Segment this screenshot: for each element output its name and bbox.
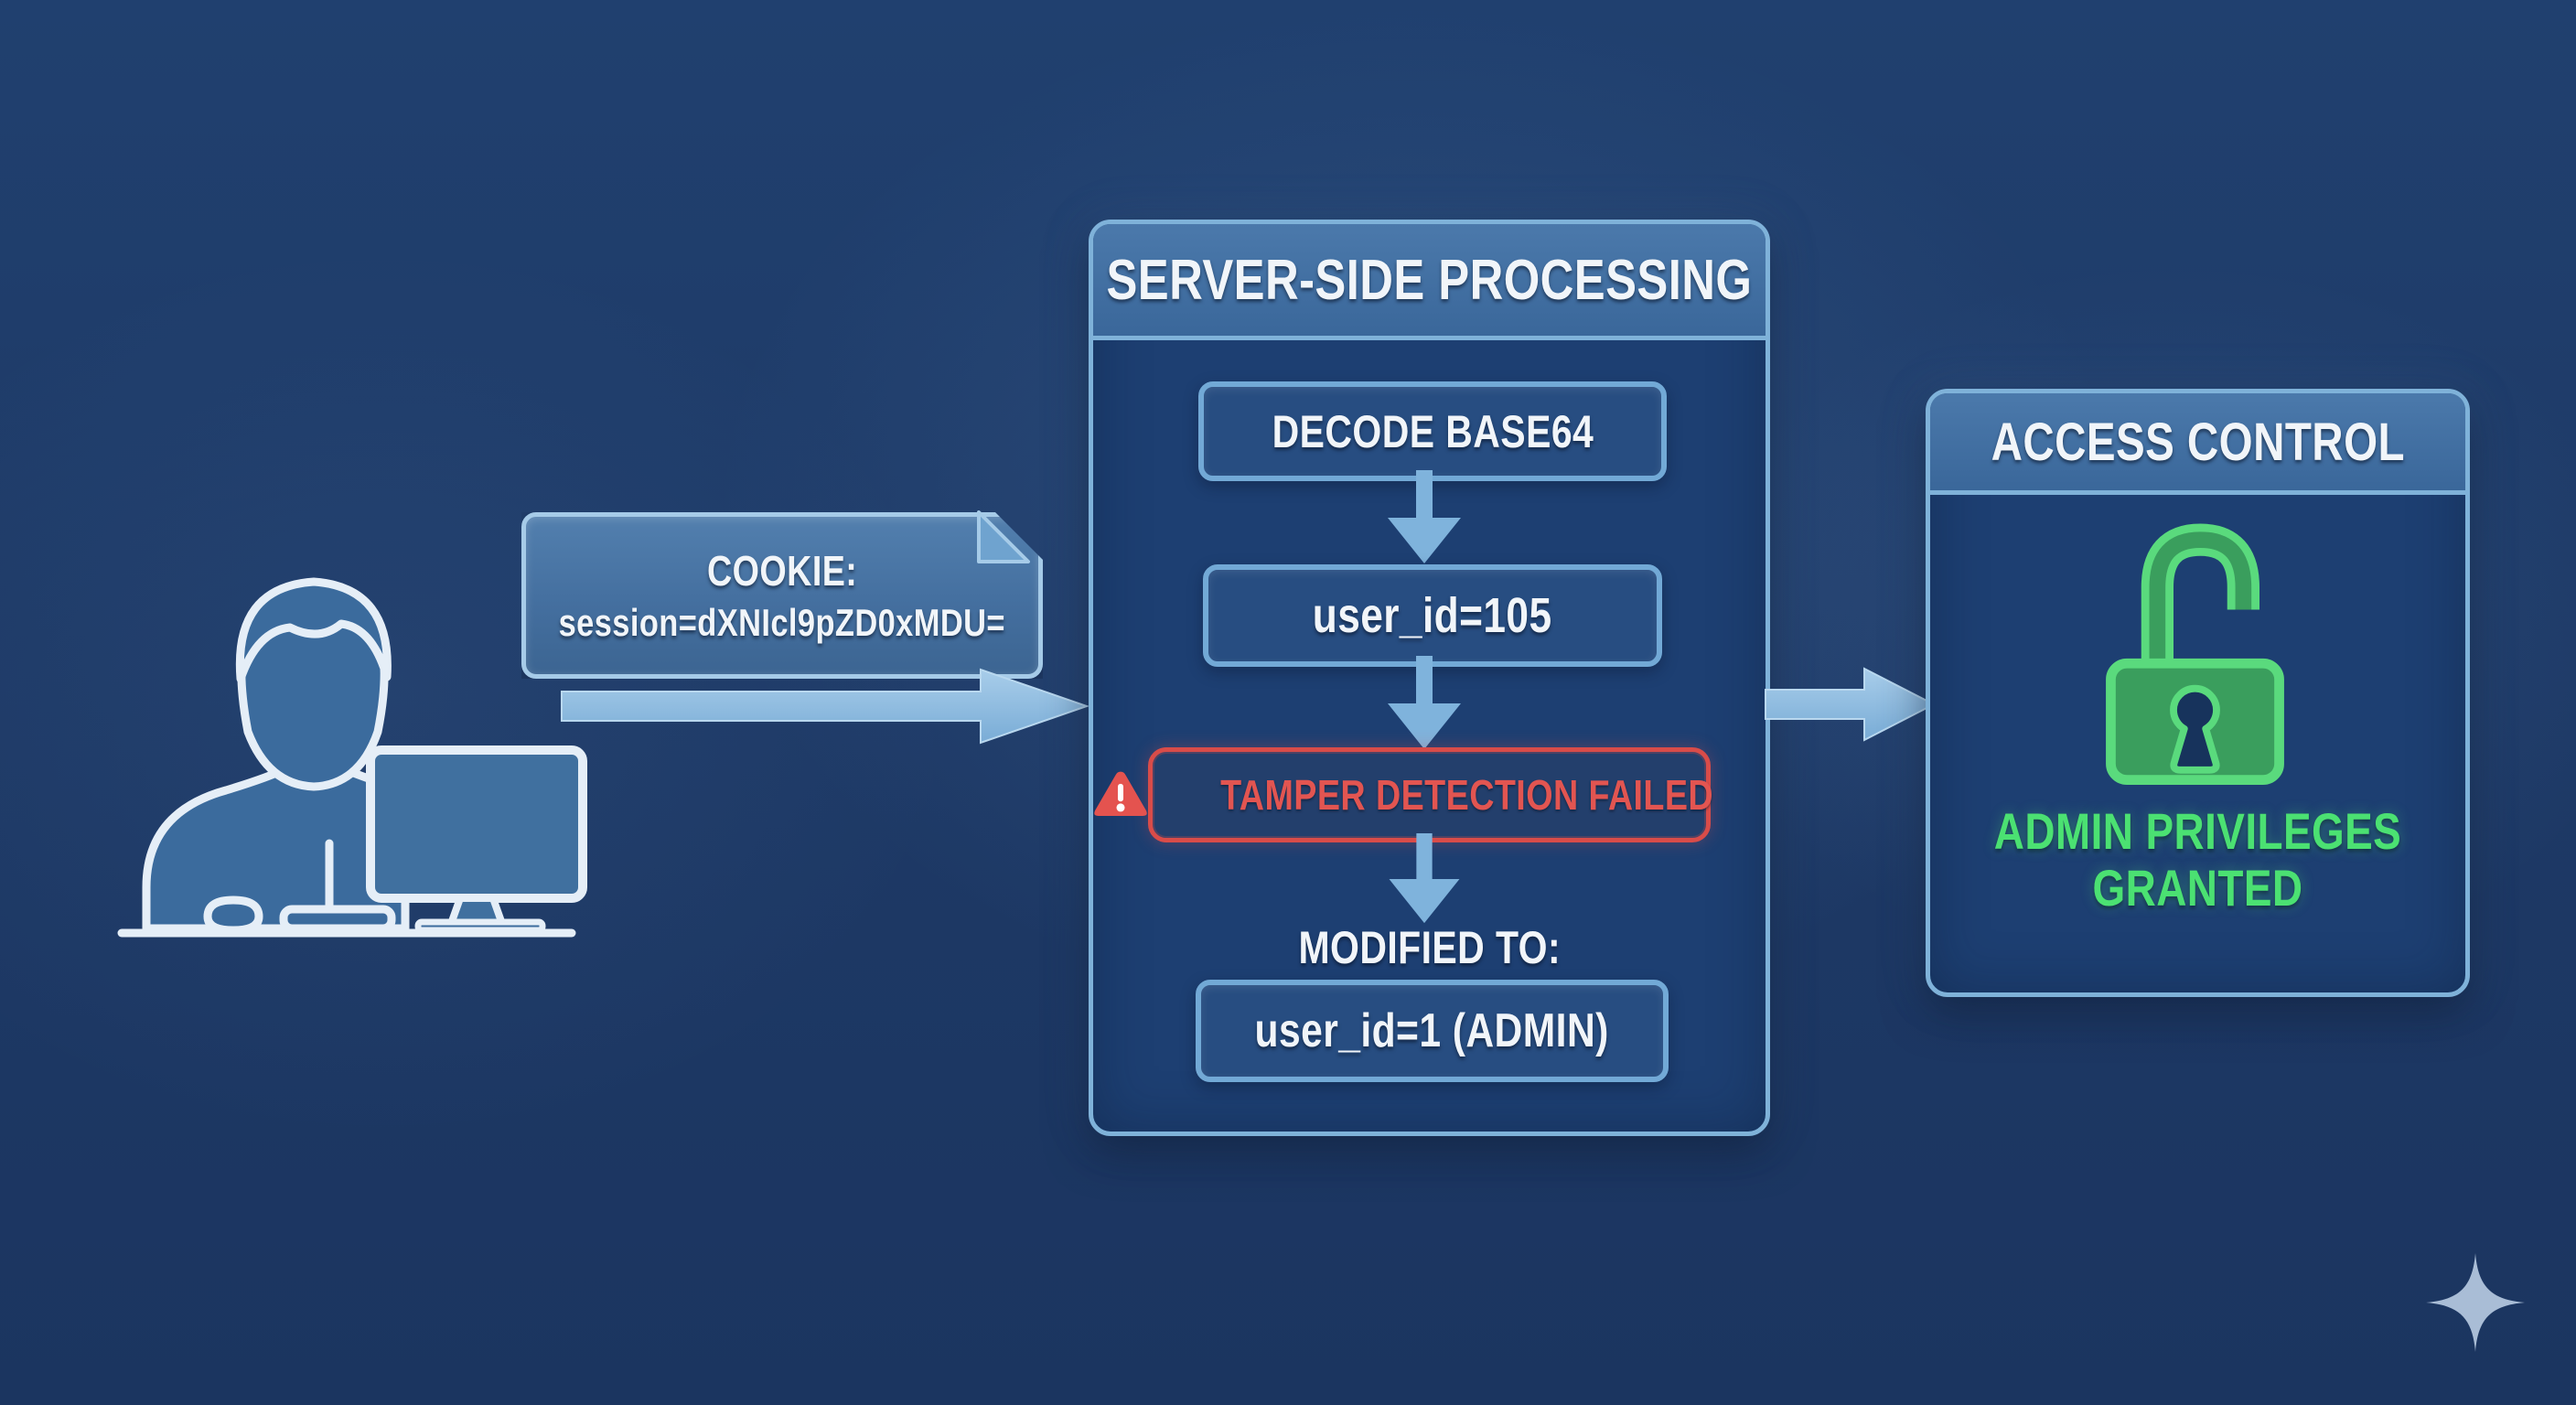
- cookie-session-value: session=dXNIcl9pZD0xMDU=: [558, 601, 1006, 644]
- cookie-note: COOKIE: session=dXNIcl9pZD0xMDU=: [521, 512, 1043, 679]
- step-user-id-admin-label: user_id=1 (ADMIN): [1254, 1004, 1610, 1057]
- person-at-computer-icon: [117, 577, 587, 938]
- step-user-id-label: user_id=105: [1313, 588, 1552, 643]
- step-user-id: user_id=105: [1203, 564, 1662, 667]
- server-panel-header: SERVER-SIDE PROCESSING: [1093, 224, 1766, 340]
- sparkle-icon: [2426, 1253, 2525, 1352]
- access-result: ADMIN PRIVILEGES GRANTED: [1930, 803, 2465, 916]
- warning-triangle-icon: [1094, 771, 1147, 816]
- person-hair: [235, 577, 392, 683]
- modified-to-label: MODIFIED TO:: [1298, 922, 1561, 973]
- server-side-processing-panel: SERVER-SIDE PROCESSING DECODE BASE64 use…: [1089, 220, 1770, 1136]
- cookie-label: COOKIE:: [706, 547, 858, 595]
- arrow-down-icon: [1389, 833, 1460, 924]
- arrow-right-icon: [1765, 667, 1937, 742]
- keyboard-icon: [279, 905, 396, 933]
- step-user-id-admin: user_id=1 (ADMIN): [1196, 980, 1669, 1082]
- access-result-line1: ADMIN PRIVILEGES: [1993, 802, 2402, 860]
- access-result-line2: GRANTED: [2092, 858, 2303, 917]
- arrow-down-icon: [1388, 656, 1461, 749]
- padlock-keyhole: [2170, 684, 2220, 774]
- tamper-warning-label: TAMPER DETECTION FAILED: [1220, 771, 1713, 819]
- modified-to-label-row: MODIFIED TO:: [1093, 921, 1766, 974]
- server-panel-title: SERVER-SIDE PROCESSING: [1106, 248, 1753, 312]
- arrow-right-icon: [561, 668, 1090, 745]
- step-decode-base64: DECODE BASE64: [1198, 381, 1667, 481]
- access-control-panel: ACCESS CONTROL ADMIN PRIVILEGES GRANTED: [1926, 389, 2470, 997]
- mouse-icon: [203, 896, 263, 935]
- monitor-icon: [366, 745, 587, 903]
- access-panel-title: ACCESS CONTROL: [1991, 412, 2405, 472]
- step-decode-label: DECODE BASE64: [1272, 405, 1594, 457]
- open-padlock-icon: [2106, 523, 2284, 785]
- arrow-down-icon: [1388, 470, 1461, 563]
- folded-corner-icon: [977, 510, 1030, 563]
- tamper-detection-warning: TAMPER DETECTION FAILED: [1094, 747, 1713, 842]
- access-panel-header: ACCESS CONTROL: [1930, 393, 2465, 495]
